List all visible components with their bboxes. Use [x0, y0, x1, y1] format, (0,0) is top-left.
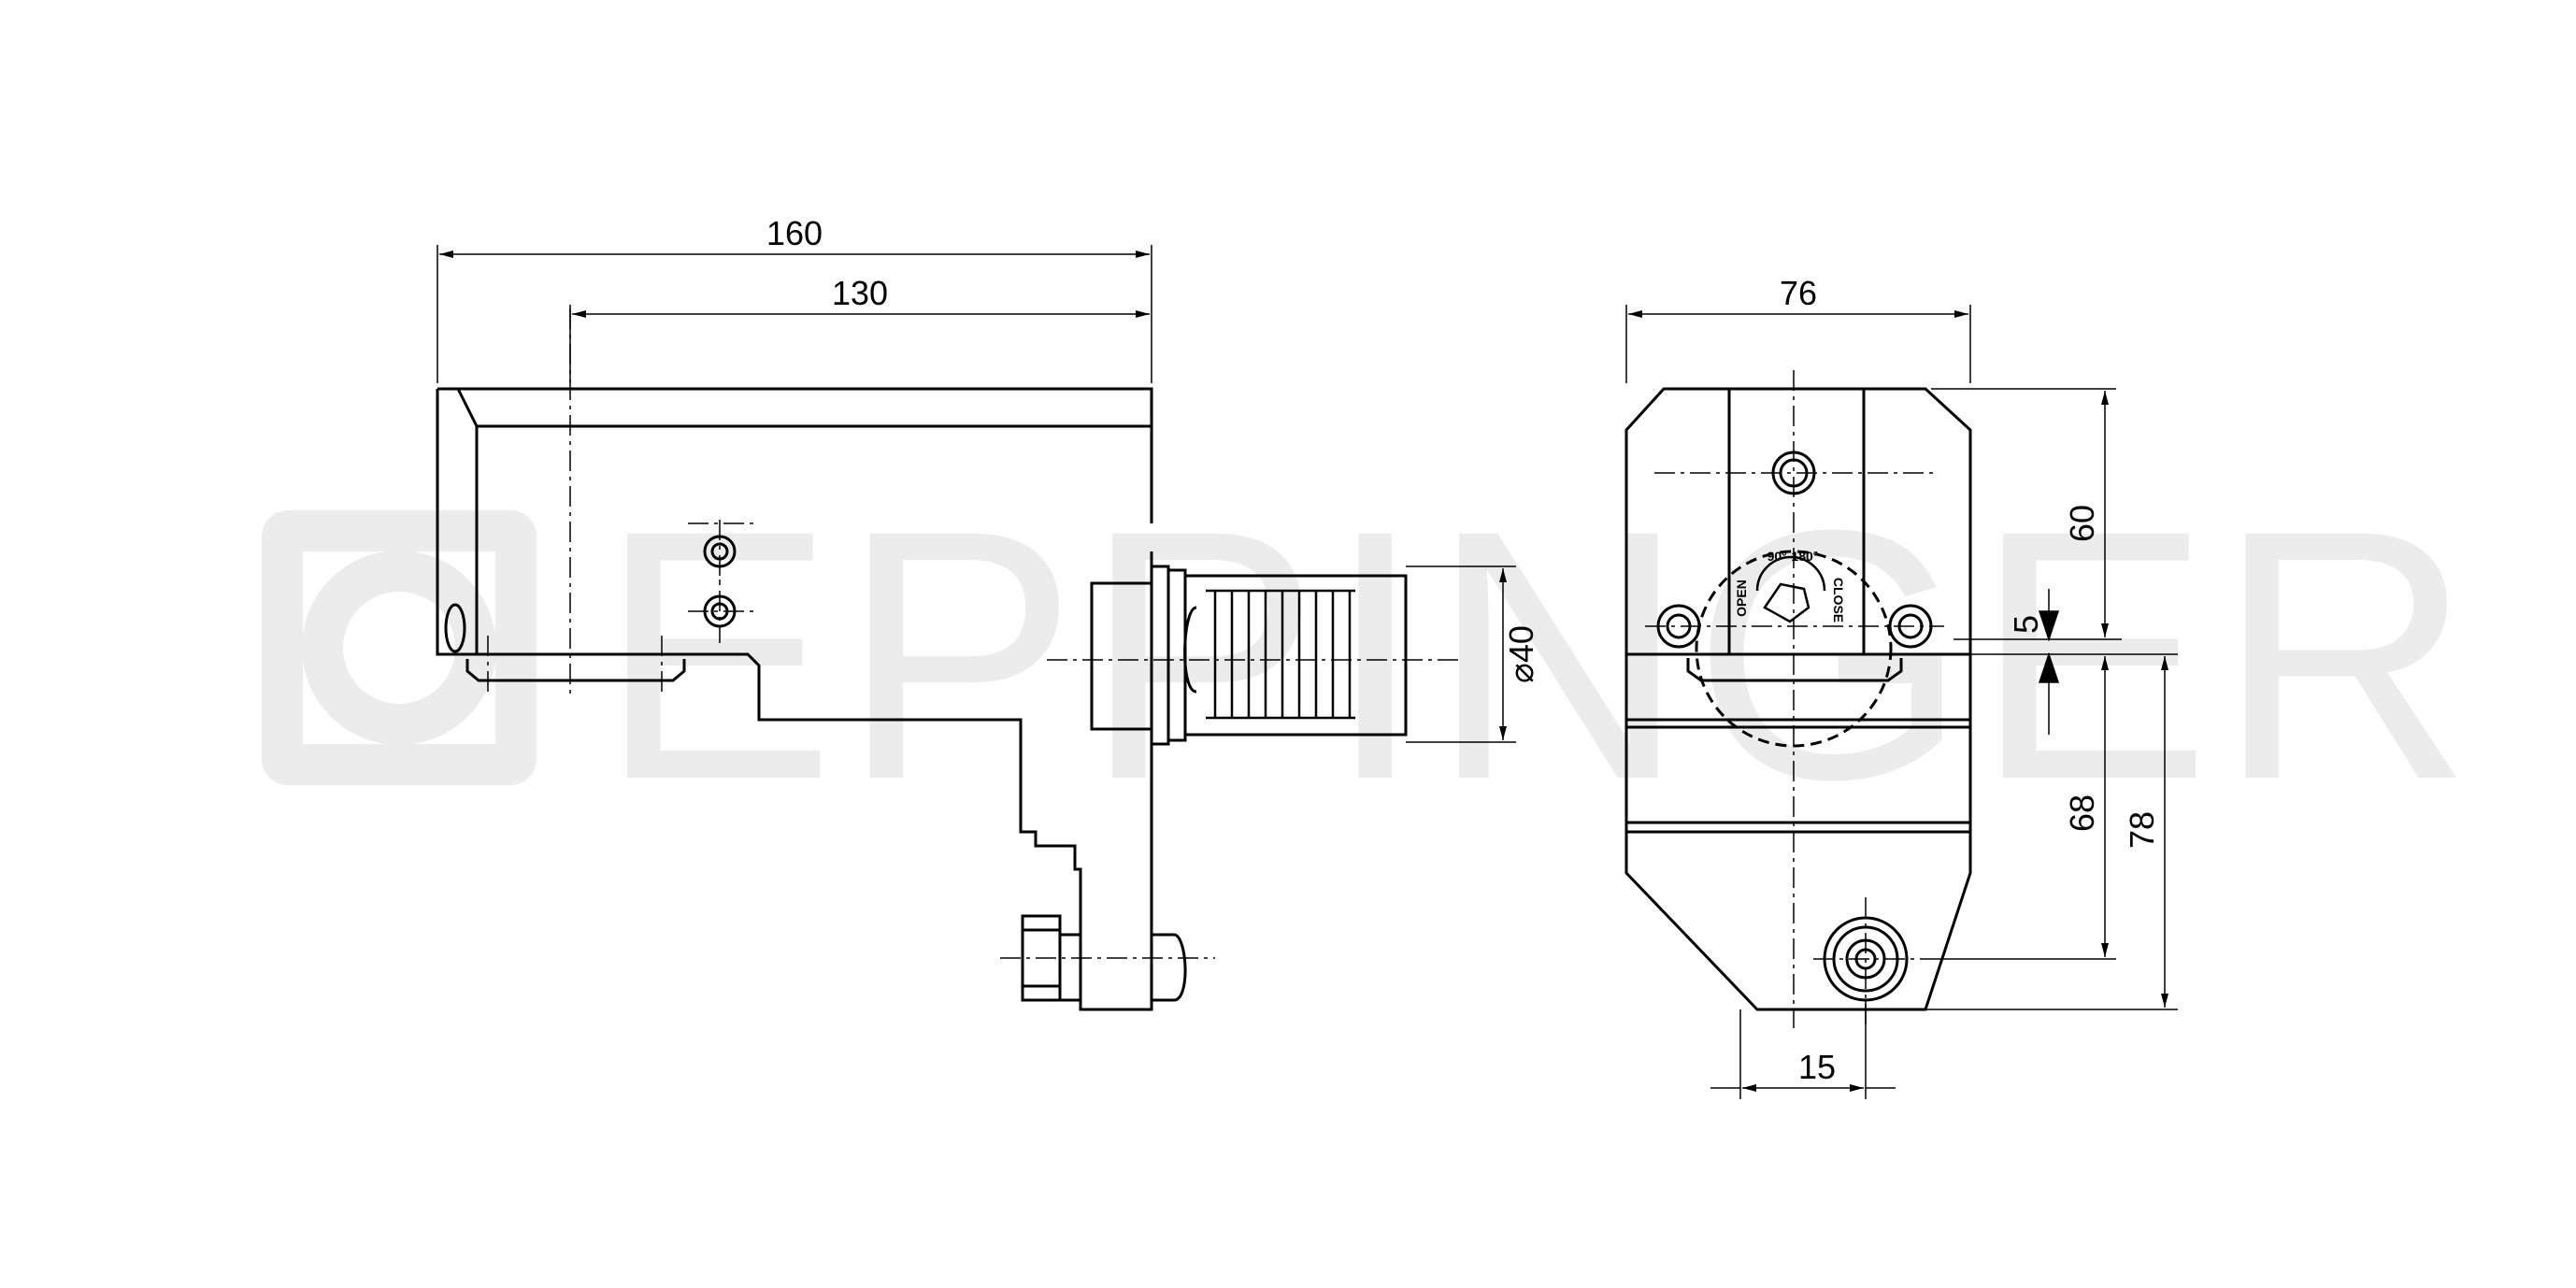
dim-76: 76 [1780, 274, 1817, 312]
dim-160: 160 [766, 214, 823, 252]
dial-open-label: OPEN [1734, 580, 1749, 617]
dim-d40: ⌀40 [1502, 625, 1540, 683]
dimension-labels: 160 130 ⌀40 76 60 5 68 78 15 OPEN CLOSE … [766, 214, 2161, 1086]
thread [1183, 606, 1197, 694]
dial-close-label: CLOSE [1831, 578, 1846, 623]
dim-15: 15 [1798, 1048, 1836, 1086]
side-base-outline [467, 551, 1153, 1011]
dial-top-label: 90°-180° [1767, 549, 1819, 564]
dial-icon [1755, 555, 1826, 623]
dim-68: 68 [2063, 794, 2101, 832]
side-view [436, 245, 1516, 1011]
dim-130: 130 [832, 274, 888, 312]
dim-60: 60 [2063, 505, 2101, 542]
side-body-outline [436, 387, 1153, 656]
dim-78: 78 [2123, 811, 2161, 849]
dim-5: 5 [2007, 615, 2045, 634]
front-view [1624, 305, 2178, 1099]
watermark-logo-icon [262, 510, 537, 785]
